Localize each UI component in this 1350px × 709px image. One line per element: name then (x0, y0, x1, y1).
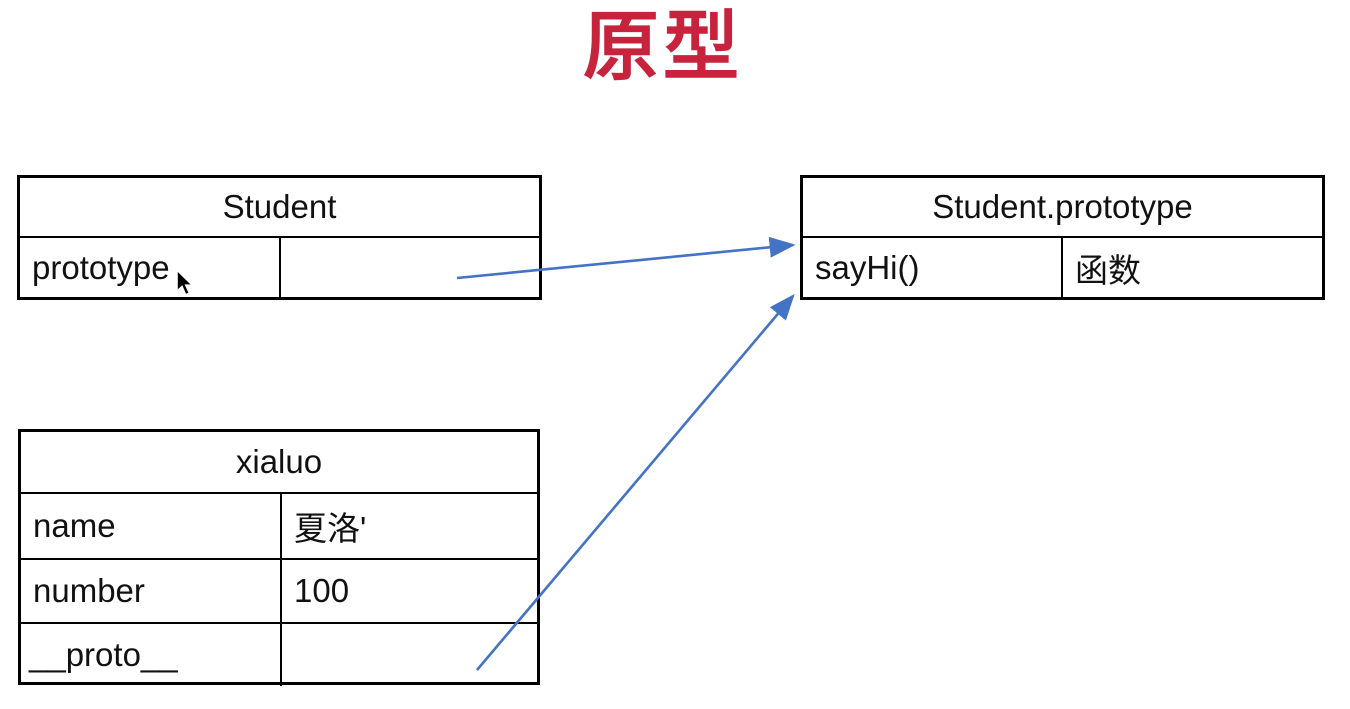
proto-key-cell: __proto__ (21, 624, 282, 686)
xialuo-table: xialuo name 夏洛' number 100 __proto__ (18, 429, 540, 686)
table-row: sayHi() 函数 (803, 238, 1322, 297)
table-row: __proto__ (21, 622, 537, 686)
name-key-cell: name (21, 494, 282, 558)
student-table-header: Student (20, 178, 539, 238)
xialuo-table-header: xialuo (21, 432, 537, 494)
student-table: Student prototype (17, 175, 542, 300)
name-value-cell: 夏洛' (294, 510, 367, 547)
sayhi-key-cell: sayHi() (803, 238, 1063, 297)
student-prototype-key-cell: prototype (20, 238, 281, 297)
student-prototype-value-cell (281, 238, 539, 297)
table-row: number 100 (21, 558, 537, 622)
number-key-cell: number (21, 560, 282, 622)
table-row: prototype (20, 238, 539, 297)
proto-value-cell (282, 624, 537, 686)
page-title: 原型 (583, 5, 743, 90)
number-value-cell: 100 (294, 572, 350, 609)
sayhi-value-cell: 函数 (1075, 251, 1141, 289)
table-row: name 夏洛' (21, 494, 537, 558)
student-prototype-table: Student.prototype sayHi() 函数 (800, 175, 1325, 300)
student-prototype-table-header: Student.prototype (803, 178, 1322, 238)
